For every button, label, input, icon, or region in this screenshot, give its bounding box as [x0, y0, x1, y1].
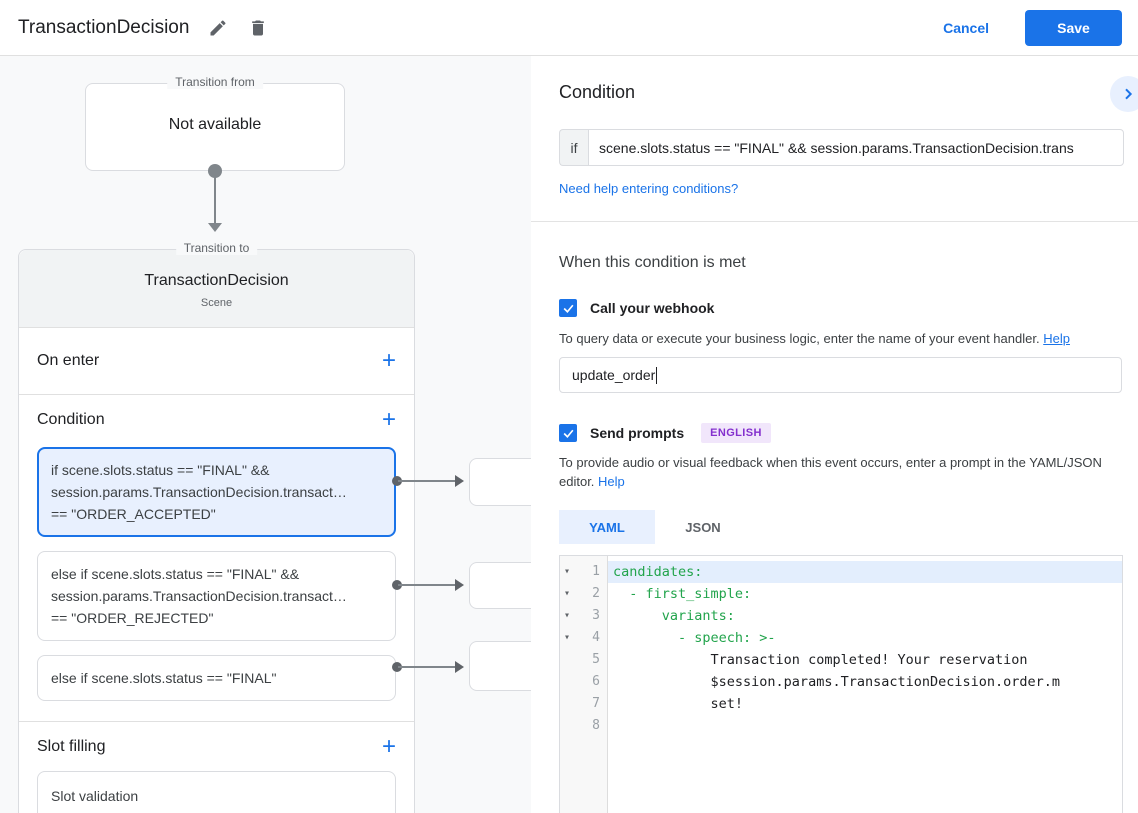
condition-2-dot	[392, 580, 402, 590]
condition-editor-panel: Condition if scene.slots.status == "FINA…	[531, 56, 1138, 813]
slot-validation-card[interactable]: Slot validation	[37, 771, 396, 813]
condition-1-target-box[interactable]	[469, 458, 531, 506]
line-number: 5	[592, 652, 600, 667]
code-line: - first_simple:	[613, 586, 752, 602]
event-handler-input[interactable]: update_order	[559, 357, 1122, 393]
condition-1-line	[398, 480, 456, 482]
condition-3-line	[398, 666, 456, 668]
add-condition-button[interactable]: +	[381, 406, 396, 433]
tab-yaml[interactable]: YAML	[559, 510, 655, 544]
language-badge: ENGLISH	[701, 423, 771, 443]
code-line: - speech: >-	[613, 630, 776, 646]
cancel-button[interactable]: Cancel	[943, 19, 989, 36]
condition-2-target-box[interactable]	[469, 562, 531, 609]
scene-name: TransactionDecision	[144, 272, 289, 289]
code-line: $session.params.TransactionDecision.orde…	[613, 674, 1061, 690]
line-number: 2	[592, 586, 600, 601]
code-line: Transaction completed! Your reservation	[613, 652, 1028, 668]
condition-card-accepted[interactable]: if scene.slots.status == "FINAL" && sess…	[37, 447, 396, 537]
event-handler-value: update_order	[572, 367, 656, 383]
condition-card-final[interactable]: else if scene.slots.status == "FINAL"	[37, 655, 396, 701]
condition-2-arrowhead	[455, 579, 464, 591]
delete-icon[interactable]	[247, 17, 269, 39]
editor-tabs: YAML JSON	[559, 510, 1138, 544]
add-slot-button[interactable]: +	[381, 733, 396, 760]
prompts-help-link[interactable]: Help	[598, 474, 625, 489]
fold-toggle-icon[interactable]: ▾	[564, 610, 571, 621]
line-number: 3	[592, 608, 600, 623]
scene-flow-canvas: Transition from Not available Transition…	[0, 56, 531, 813]
line-number: 1	[592, 564, 600, 579]
condition-3-dot	[392, 662, 402, 672]
condition-section: Condition + if scene.slots.status == "FI…	[19, 395, 414, 722]
code-line: variants:	[613, 608, 735, 624]
scene-card-header[interactable]: TransactionDecision Scene	[19, 250, 414, 328]
check-icon	[563, 304, 573, 313]
code-line: set!	[613, 696, 744, 712]
condition-met-heading: When this condition is met	[559, 254, 746, 271]
if-prefix: if	[559, 129, 588, 166]
prompts-helper-text: To provide audio or visual feedback when…	[559, 453, 1122, 491]
webhook-helper-text: To query data or execute your business l…	[559, 329, 1122, 348]
code-line	[608, 715, 1122, 737]
check-icon	[563, 429, 573, 438]
line-number: 8	[592, 718, 600, 733]
add-on-enter-button[interactable]: +	[381, 347, 396, 374]
transition-to-label: Transition to	[175, 241, 258, 255]
connector-arrowhead	[208, 223, 222, 232]
condition-3-target-box[interactable]	[469, 641, 531, 691]
slot-filling-label: Slot filling	[37, 738, 106, 755]
condition-expression-input[interactable]: scene.slots.status == "FINAL" && session…	[588, 129, 1124, 166]
slot-filling-section: Slot filling + Slot validation	[19, 722, 414, 813]
tab-json[interactable]: JSON	[685, 519, 721, 535]
code-line: candidates:	[608, 561, 1122, 583]
yaml-code-editor[interactable]: ▾ 1 ▾ 2 ▾ 3 ▾ 4 5 6 7 8 candidates: - first_…	[559, 555, 1123, 813]
editor-gutter: ▾ 1 ▾ 2 ▾ 3 ▾ 4 5 6 7 8	[560, 556, 608, 813]
condition-card-rejected[interactable]: else if scene.slots.status == "FINAL" &&…	[37, 551, 396, 641]
condition-1-arrowhead	[455, 475, 464, 487]
scene-type: Scene	[200, 297, 233, 309]
transition-from-box[interactable]: Transition from Not available	[85, 75, 345, 171]
on-enter-section: On enter +	[19, 328, 414, 395]
fold-toggle-icon[interactable]: ▾	[564, 566, 571, 577]
text-cursor	[656, 366, 658, 384]
condition-1-dot	[392, 476, 402, 486]
need-help-link[interactable]: Need help entering conditions?	[559, 181, 739, 196]
condition-expression-row: if scene.slots.status == "FINAL" && sess…	[559, 129, 1124, 166]
prompts-helper-body: To provide audio or visual feedback when…	[559, 455, 1102, 489]
section-divider	[531, 221, 1138, 222]
connector-dot	[208, 164, 222, 178]
condition-section-label: Condition	[37, 411, 105, 428]
connector-line	[214, 174, 216, 223]
on-enter-label: On enter	[37, 352, 100, 369]
line-number: 4	[592, 630, 600, 645]
transition-from-label: Transition from	[167, 75, 263, 89]
line-number: 7	[592, 696, 600, 711]
panel-heading: Condition	[559, 82, 636, 102]
edit-icon[interactable]	[207, 17, 229, 39]
transition-to-card: Transition to TransactionDecision Scene …	[18, 241, 415, 813]
call-webhook-checkbox[interactable]	[559, 299, 577, 317]
line-number: 6	[592, 674, 600, 689]
code-area[interactable]: candidates: - first_simple: variants: - …	[608, 556, 1122, 813]
condition-2-line	[398, 584, 456, 586]
send-prompts-checkbox[interactable]	[559, 424, 577, 442]
condition-3-arrowhead	[455, 661, 464, 673]
webhook-helper-body: To query data or execute your business l…	[559, 331, 1040, 346]
chevron-right-icon	[1125, 88, 1133, 100]
send-prompts-label: Send prompts	[590, 425, 685, 441]
fold-toggle-icon[interactable]: ▾	[564, 632, 571, 643]
save-button[interactable]: Save	[1025, 9, 1122, 46]
page-title: TransactionDecision	[18, 16, 190, 38]
call-webhook-label: Call your webhook	[590, 300, 715, 316]
webhook-help-link[interactable]: Help	[1043, 331, 1070, 346]
collapse-panel-button[interactable]	[1110, 76, 1138, 112]
fold-toggle-icon[interactable]: ▾	[564, 588, 571, 599]
transition-from-content: Not available	[168, 116, 262, 133]
app-header: TransactionDecision Cancel Save	[0, 0, 1138, 56]
